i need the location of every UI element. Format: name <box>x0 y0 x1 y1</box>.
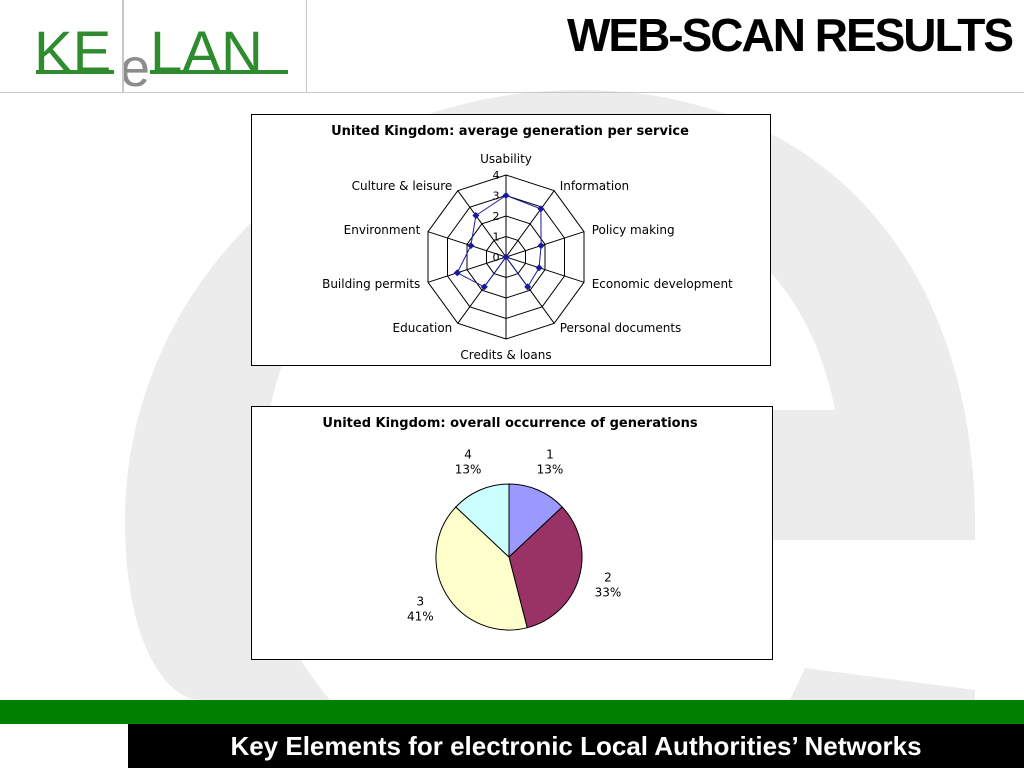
pie-slice-percent: 13% <box>455 463 482 477</box>
pie-slice <box>435 506 528 631</box>
radar-axis-label: Education <box>393 321 453 335</box>
pie-slice-label: 3 <box>416 594 424 608</box>
logo-text-lan: LAN <box>150 20 263 85</box>
pie-slice <box>455 483 510 559</box>
radar-axis-label: Personal documents <box>560 321 682 335</box>
radar-axis-label: Usability <box>480 152 532 166</box>
pie-slice-percent: 33% <box>595 586 622 600</box>
radar-tick-label: 3 <box>493 190 500 203</box>
slide-title: WEB-SCAN RESULTS <box>566 9 1014 61</box>
header-divider <box>306 92 1024 93</box>
radar-point <box>524 283 532 291</box>
pie-slice-label: 1 <box>546 448 554 462</box>
radar-tick-label: 1 <box>493 231 500 244</box>
pie-slice <box>508 483 563 559</box>
radar-axis-label: Economic development <box>592 277 733 291</box>
radar-spoke <box>505 256 585 283</box>
radar-axis-label: Credits & loans <box>460 348 551 362</box>
logo: KE e LAN <box>0 0 307 93</box>
green-band <box>0 700 1024 724</box>
radar-tick-label: 0 <box>493 251 500 264</box>
pie-chart: United Kingdom: overall occurrence of ge… <box>251 406 773 660</box>
radar-axis-label: Building permits <box>322 277 420 291</box>
radar-spoke <box>505 190 555 258</box>
pie-slice-label: 2 <box>604 571 612 585</box>
pie-slice-label: 4 <box>464 448 472 462</box>
pie-slice <box>508 506 583 629</box>
radar-point <box>472 211 480 220</box>
logo-text-ke: KE <box>34 20 111 85</box>
radar-spoke <box>505 231 585 258</box>
radar-point <box>502 191 510 200</box>
radar-chart-title: United Kingdom: average generation per s… <box>331 124 689 139</box>
pie-slice-percent: 13% <box>537 463 564 477</box>
footer-bar: Key Elements for electronic Local Author… <box>128 724 1024 768</box>
radar-axis-label: Environment <box>344 223 421 237</box>
pie-slice-percent: 41% <box>407 609 434 623</box>
radar-axis-label: Information <box>560 179 629 193</box>
radar-chart: United Kingdom: average generation per s… <box>251 114 771 366</box>
radar-tick-label: 4 <box>493 169 500 182</box>
radar-point <box>535 264 543 272</box>
radar-axis-label: Policy making <box>592 223 675 237</box>
footer-text: Key Elements for electronic Local Author… <box>230 730 922 761</box>
pie-chart-title: United Kingdom: overall occurrence of ge… <box>322 416 697 431</box>
radar-point <box>453 269 461 277</box>
logo-text-e: e <box>120 38 150 92</box>
radar-spoke <box>427 256 507 283</box>
radar-axis-label: Culture & leisure <box>352 179 453 193</box>
radar-spoke <box>427 231 507 258</box>
radar-tick-label: 2 <box>493 210 500 223</box>
radar-point <box>502 253 510 261</box>
radar-point <box>467 242 475 250</box>
radar-point <box>480 283 488 291</box>
radar-spoke <box>457 190 507 258</box>
